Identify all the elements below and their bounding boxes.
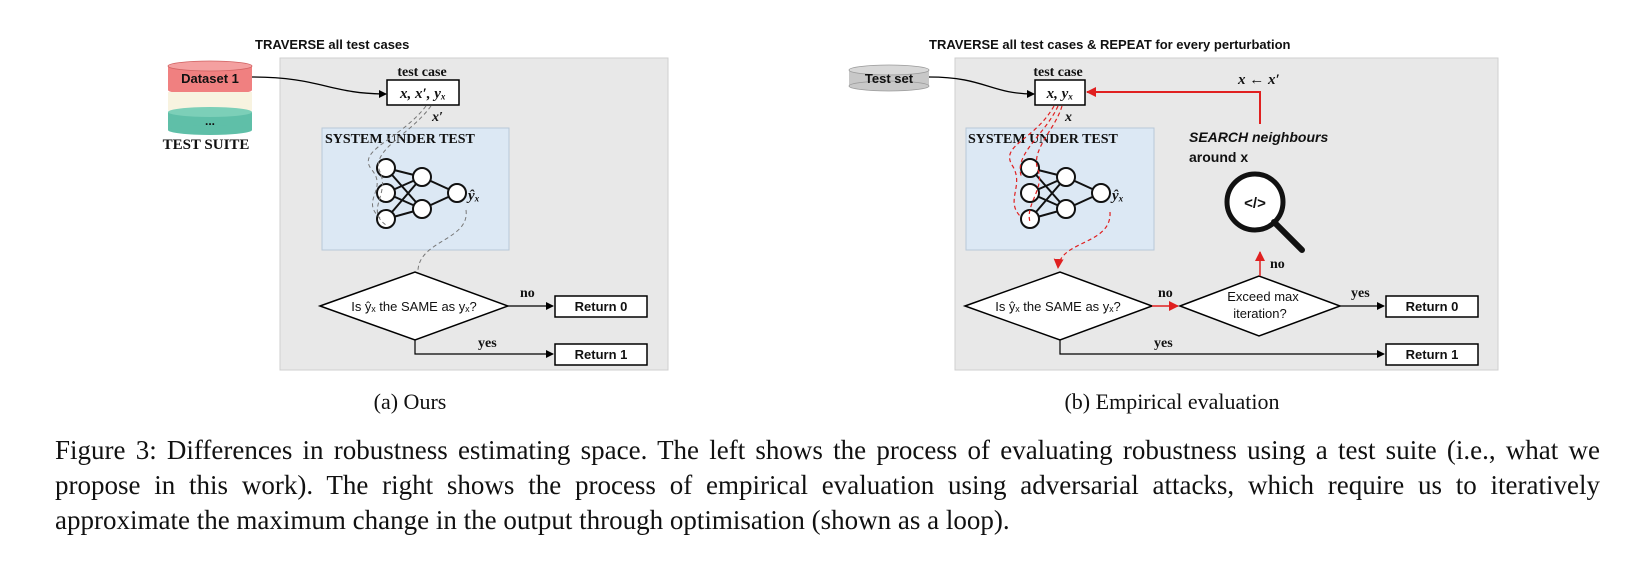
decision-text-right: Is ŷₓ the SAME as yₓ? (995, 299, 1121, 314)
test-case-box (386, 79, 460, 106)
test-case-label: test case (397, 65, 446, 80)
return-1-label: Return 1 (575, 347, 628, 362)
prediction-label: ŷₓ (466, 188, 480, 204)
sut-box-right (965, 127, 1155, 251)
return-1-box (554, 343, 648, 366)
dataset-label: Dataset 1 (181, 71, 239, 86)
left-subcaption: (a) Ours (374, 389, 447, 414)
red-data-flow-dashes (1009, 105, 1111, 269)
update-rule: x ← x′ (1237, 72, 1280, 88)
left-header: TRAVERSE all test cases (255, 37, 409, 52)
test-set-label: Test set (865, 71, 914, 86)
decision-text: Is ŷₓ the SAME as yₓ? (351, 299, 477, 314)
input-label: x (1064, 110, 1072, 125)
sut-label: SYSTEM UNDER TEST (325, 132, 476, 147)
return-0-label: Return 0 (575, 299, 628, 314)
test-case-label-right: test case (1033, 65, 1082, 80)
yes-arrow (414, 340, 554, 358)
sut-label-right: SYSTEM UNDER TEST (968, 132, 1119, 147)
return-1-box-right (1385, 343, 1479, 366)
exceed-yes-label: yes (1351, 286, 1370, 301)
dataset-ellipsis: ... (205, 114, 215, 128)
right-header: TRAVERSE all test cases & REPEAT for eve… (929, 37, 1291, 52)
yes-arrow-right (1059, 340, 1385, 358)
yes-label-right: yes (1154, 336, 1173, 351)
perturbed-input-label: x′ (431, 110, 443, 125)
no-label: no (520, 286, 535, 301)
exceed-no-label: no (1270, 257, 1285, 272)
code-symbol: </> (1244, 195, 1266, 212)
prediction-label-right: ŷₓ (1110, 188, 1124, 204)
return-0-box (554, 295, 648, 318)
return-0-label-right: Return 0 (1406, 299, 1459, 314)
return-0-box-right (1385, 295, 1479, 318)
exceed-line-2: iteration? (1233, 306, 1286, 321)
return-1-label-right: Return 1 (1406, 347, 1459, 362)
sut-box (321, 127, 510, 251)
search-line-1: SEARCH neighbours (1189, 129, 1328, 145)
exceed-line-1: Exceed max (1227, 289, 1299, 304)
dataset-stack: Dataset 1 ... (167, 60, 253, 135)
test-case-tuple-right: x, yₓ (1046, 86, 1074, 102)
neural-network-icon-right (1020, 158, 1111, 229)
testset-to-testcase-arrow (928, 76, 1035, 98)
right-subcaption: (b) Empirical evaluation (1064, 389, 1279, 414)
test-set-cylinder: Test set (848, 64, 930, 92)
yes-label: yes (478, 336, 497, 351)
figure-caption: Figure 3: Differences in robustness esti… (55, 433, 1600, 538)
test-case-box-right (1034, 79, 1086, 106)
right-panel: TRAVERSE all test cases & REPEAT for eve… (848, 37, 1499, 414)
left-panel: TRAVERSE all test cases Dataset 1 ... TE… (163, 37, 669, 414)
dataset-to-testcase-arrow (251, 76, 387, 98)
data-flow-dashes (367, 105, 467, 271)
caption-text: Figure 3: Differences in robustness esti… (55, 435, 1600, 535)
figure-diagram: TRAVERSE all test cases Dataset 1 ... TE… (163, 37, 1499, 414)
loop-back-arrow (1086, 87, 1261, 124)
search-line-2: around x (1189, 149, 1248, 165)
test-case-tuple: x, x′, yₓ (399, 86, 446, 102)
decision-no-label: no (1158, 286, 1173, 301)
magnifier-code-icon: </> (1224, 171, 1305, 253)
test-suite-label: TEST SUITE (163, 137, 250, 153)
neural-network-icon (376, 158, 467, 229)
